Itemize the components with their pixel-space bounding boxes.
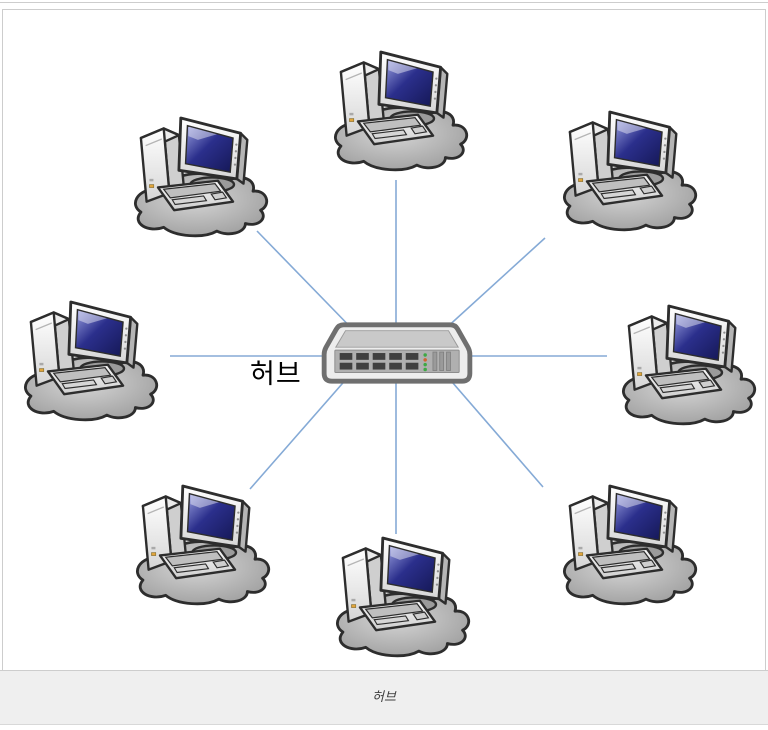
computer-bottom-left <box>122 476 274 612</box>
desktop-computer-icon <box>10 292 162 428</box>
network-hub-icon <box>318 320 476 388</box>
desktop-computer-icon <box>320 42 472 178</box>
desktop-computer-icon <box>549 102 701 238</box>
desktop-computer-icon <box>122 476 274 612</box>
computer-top-right <box>549 102 701 238</box>
network-link <box>256 230 364 341</box>
caption-bar: 허브 <box>0 670 768 725</box>
computer-top-center <box>320 42 472 178</box>
desktop-computer-icon <box>120 108 272 244</box>
hub-label: 허브 <box>250 359 302 389</box>
hub-device <box>318 320 476 388</box>
computer-top-left <box>120 108 272 244</box>
top-divider <box>0 2 768 3</box>
desktop-computer-icon <box>608 296 760 432</box>
computer-mid-left <box>10 292 162 428</box>
network-links-layer <box>170 180 607 534</box>
desktop-computer-icon <box>549 476 701 612</box>
computer-mid-right <box>608 296 760 432</box>
computer-bottom-center <box>322 528 474 664</box>
computer-bottom-right <box>549 476 701 612</box>
figure-frame: 허브 <box>2 9 766 670</box>
figure-caption: 허브 <box>372 689 396 704</box>
desktop-computer-icon <box>322 528 474 664</box>
